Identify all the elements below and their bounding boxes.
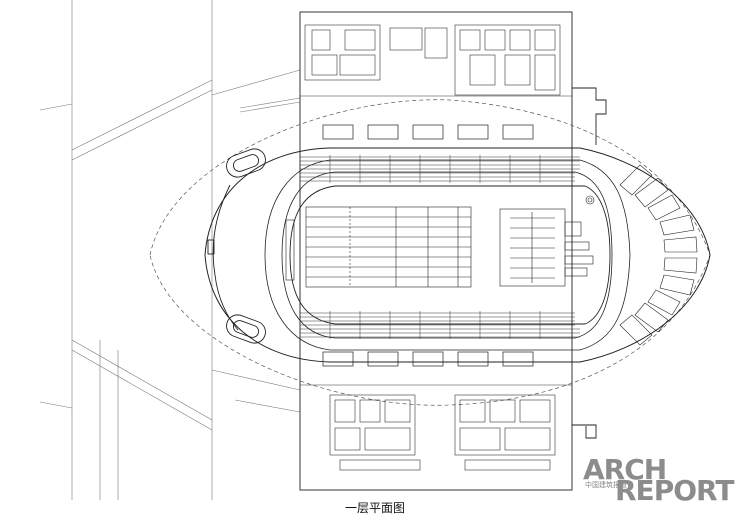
west-entrances [207,148,266,344]
logo-text-report: REPORT [615,474,734,507]
seating-bowl-outline [204,147,711,363]
north-service-rooms [299,24,572,100]
upper-seating [300,156,580,182]
south-service-rooms [300,384,572,471]
lower-seating [300,312,580,338]
logo-text-arch: ARCH [583,453,667,486]
diving-pool [499,195,595,287]
swimming-pool [285,206,472,288]
east-seating-blocks [619,164,698,346]
concourse-boxes [322,124,534,367]
arch-report-logo: ARCH 中国建筑报道 REPORT [583,453,743,507]
dashed-canopy-outline [149,99,711,406]
site-lines [39,0,301,500]
drawing-caption: 一层平面图 [344,501,405,515]
logo-text-chinese: 中国建筑报道 [585,481,627,489]
arena-floor [289,185,611,325]
building-outline [299,11,607,491]
